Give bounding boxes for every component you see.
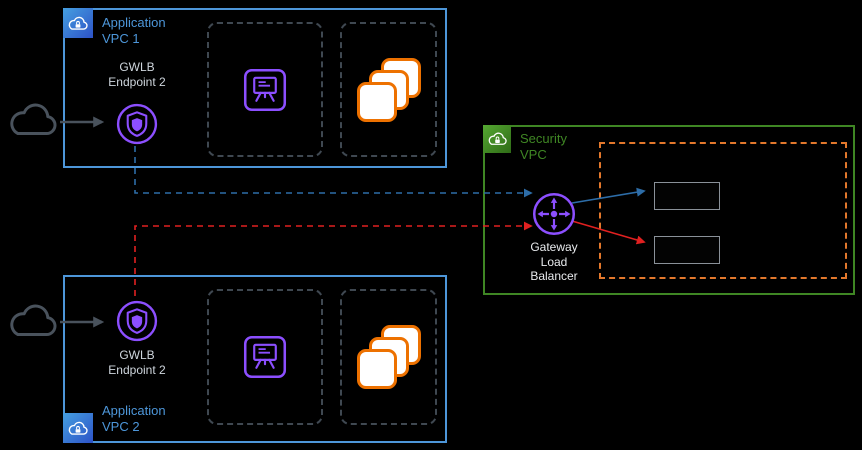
workload-icon — [243, 68, 287, 111]
workload-icon — [243, 335, 287, 379]
internet-cloud-icon — [10, 103, 57, 135]
instance-stack-icon — [356, 57, 421, 122]
subnet-box — [340, 289, 437, 425]
security-vpc-group: Security VPC Gateway Load Balancer — [483, 125, 855, 295]
instance-stack-icon — [356, 325, 421, 389]
gwlb-label: Gateway Load Balancer — [530, 240, 578, 284]
cloud-outline — [10, 304, 57, 336]
vpc-title: Security VPC — [520, 131, 567, 162]
app-vpc2-group: Application VPC 2 GWLB Endpoint 2 — [63, 275, 447, 443]
app-vpc1-group: Application VPC 1 GWLB Endpoint 2 — [63, 8, 447, 168]
gwlb-endpoint-icon — [116, 300, 158, 342]
vpc-title: Application VPC 1 — [102, 15, 166, 46]
vpc-badge — [483, 125, 511, 153]
vpc-cloud-lock-icon — [488, 132, 507, 145]
vpc-title: Application VPC 2 — [102, 403, 166, 435]
subnet-box — [207, 289, 323, 425]
cloud-outline — [10, 103, 57, 135]
internet-cloud-icon — [10, 304, 57, 336]
instance-square — [356, 349, 397, 389]
appliance-box-1 — [654, 182, 720, 210]
gwlb-endpoint-label: GWLB Endpoint 2 — [108, 348, 166, 377]
appliance-target-group-box — [599, 142, 847, 279]
gateway-load-balancer-icon — [532, 192, 576, 236]
subnet-box — [207, 22, 323, 157]
vpc-badge — [63, 8, 93, 38]
vpc-cloud-lock-icon — [68, 16, 88, 30]
instance-square — [356, 81, 397, 122]
gwlb-endpoint-icon — [116, 103, 158, 145]
vpc-badge — [63, 413, 93, 443]
appliance-box-2 — [654, 236, 720, 264]
vpc-cloud-lock-icon — [68, 421, 88, 435]
gwlb-endpoint-label: GWLB Endpoint 2 — [108, 60, 166, 89]
subnet-box — [340, 22, 437, 157]
